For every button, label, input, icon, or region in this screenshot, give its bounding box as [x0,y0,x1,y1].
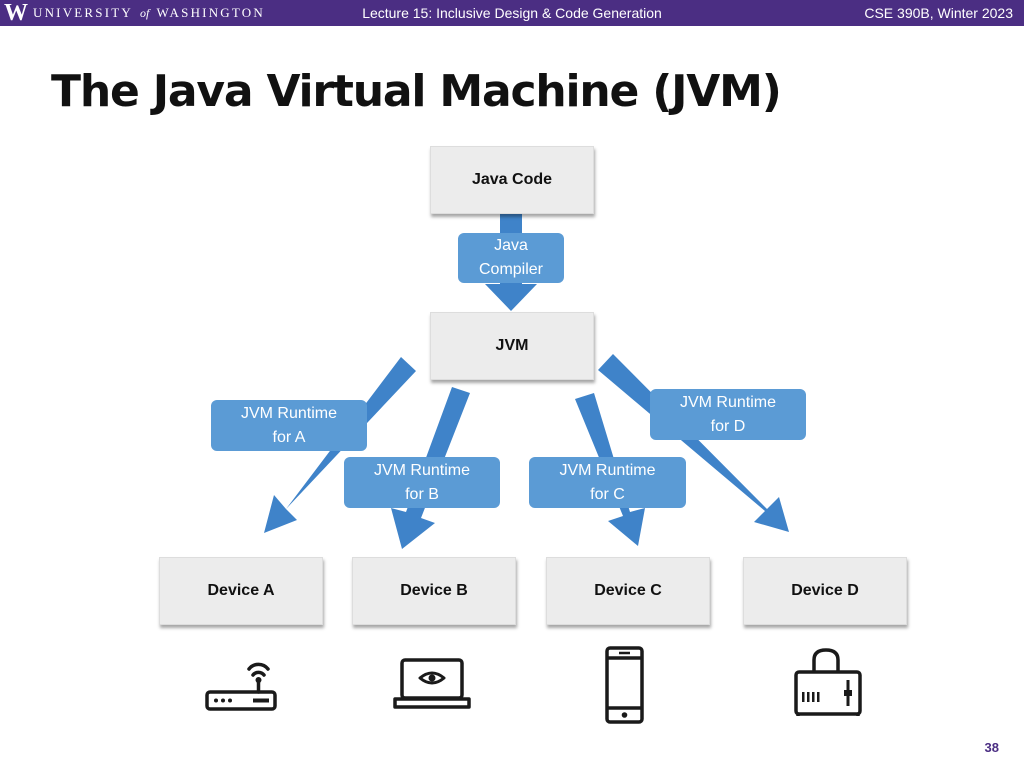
header-bar: W UNIVERSITY of WASHINGTON Lecture 15: I… [0,0,1024,26]
uw-logo-letter: W [4,0,28,26]
smartphone-icon [605,646,644,724]
device-a-box: Device A [159,557,323,625]
device-d-box: Device D [743,557,907,625]
slide-title: The Java Virtual Machine (JVM) [51,66,782,117]
jvm-runtime-a-label: JVM Runtime for A [211,400,367,451]
arrow-device-d [598,354,789,532]
jvm-runtime-b-label: JVM Runtime for B [344,457,500,508]
jvm-runtime-c-label: JVM Runtime for C [529,457,686,508]
jvm-runtime-d-label: JVM Runtime for D [650,389,806,440]
jvm-box: JVM [430,312,594,380]
page-number: 38 [984,740,999,755]
university-name-part: WASHINGTON [156,5,265,20]
lecture-title: Lecture 15: Inclusive Design & Code Gene… [362,5,662,21]
java-compiler-label: Java Compiler [458,233,564,283]
device-b-box: Device B [352,557,516,625]
router-icon [205,662,277,711]
device-c-box: Device C [546,557,710,625]
laptop-icon [393,658,471,709]
university-name-of: of [139,6,150,20]
course-name: CSE 390B, Winter 2023 [864,5,1013,21]
university-name-part: UNIVERSITY [33,5,133,20]
university-wordmark: UNIVERSITY of WASHINGTON [33,5,265,21]
java-code-box: Java Code [430,146,594,214]
toaster-icon [794,648,862,716]
